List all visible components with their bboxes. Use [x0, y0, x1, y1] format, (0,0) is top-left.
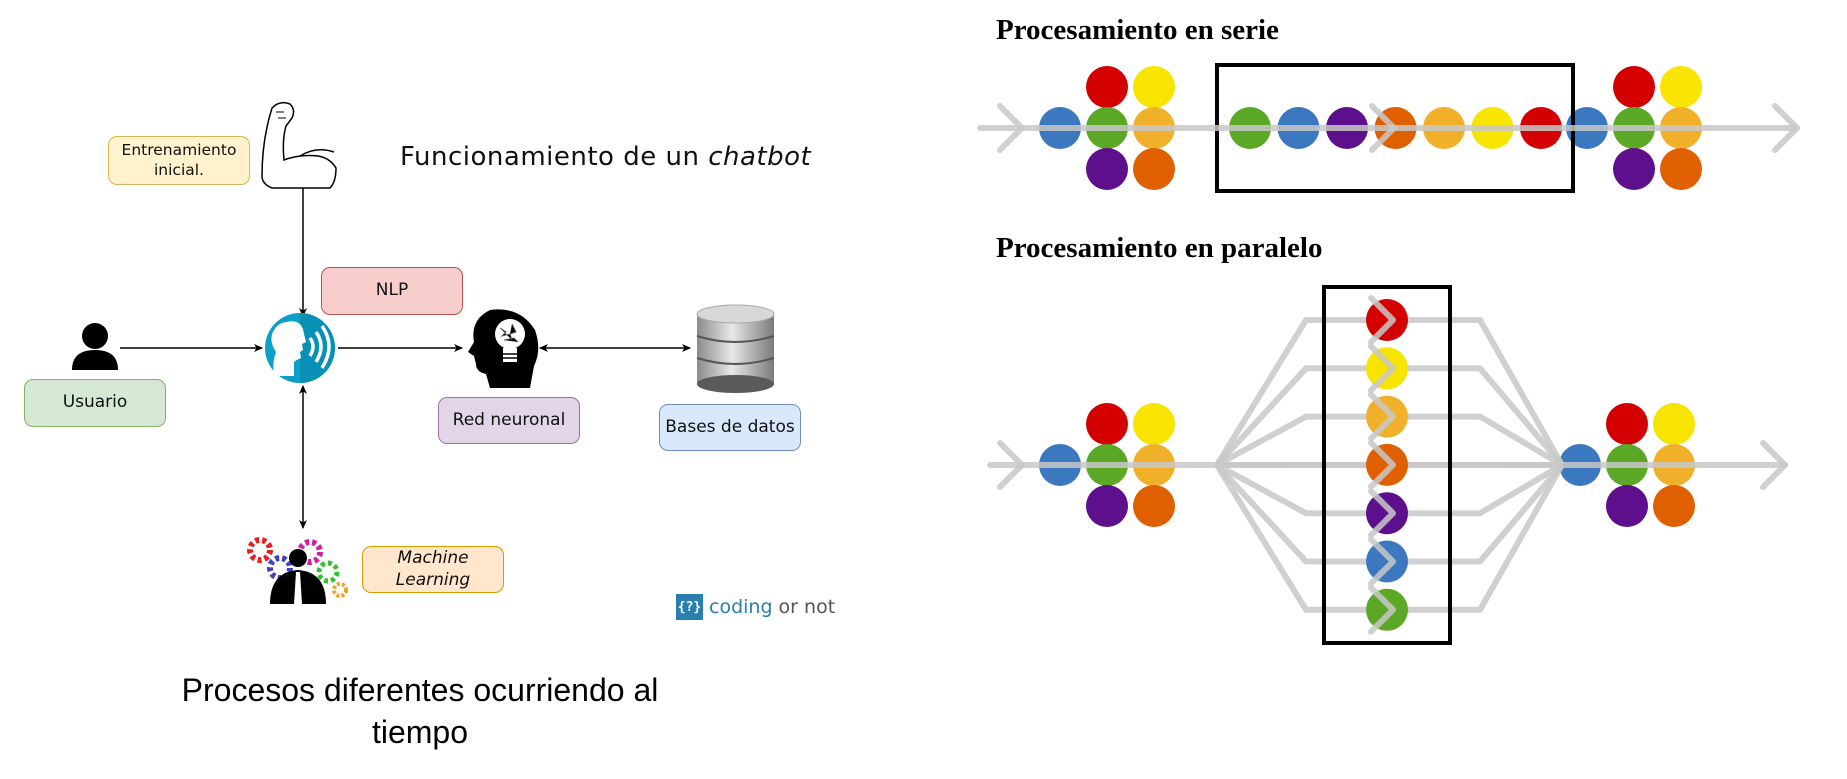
serial-output-circle-0: [1613, 66, 1655, 108]
parallel-process-circle-2: [1366, 395, 1408, 438]
voice-assistant-icon[interactable]: [265, 313, 335, 383]
gears-person-icon: [247, 537, 348, 604]
parallel-process-circle-0: [1366, 299, 1408, 341]
parallel-process-circle-1: [1366, 347, 1408, 390]
parallel-lane-arrowhead-4: [1368, 488, 1396, 539]
parallel-lane-arrowhead-6: [1368, 584, 1396, 635]
serial-mid-arrowhead: [1369, 103, 1397, 153]
parallel-lane-6: [1214, 463, 1565, 613]
parallel-lane-arrowhead-0: [1368, 295, 1396, 345]
parallel-lane-arrowhead-3: [1368, 439, 1396, 490]
parallel-output-circle-0: [1606, 403, 1648, 445]
parallel-input-circle-1: [1133, 403, 1175, 445]
logo-word-coding: coding: [709, 596, 773, 618]
parallel-process-circle-6: [1366, 588, 1408, 631]
parallel-processor-box: [1322, 285, 1452, 645]
serial-input-circle-0: [1086, 66, 1128, 108]
database-label: Bases de datos: [659, 404, 801, 451]
parallel-input-arrowhead: [997, 440, 1025, 490]
neural-network-label: Red neuronal: [438, 397, 580, 444]
serial-input-circle-5: [1086, 148, 1128, 190]
parallel-process-circle-3: [1366, 443, 1408, 486]
parallel-lane-arrowhead-2: [1368, 391, 1396, 442]
serial-output-arrowhead: [1772, 103, 1800, 153]
serial-output-circle-6: [1660, 148, 1702, 190]
nlp-label: NLP: [321, 267, 463, 315]
user-icon: [72, 323, 118, 370]
serial-output-circle-5: [1613, 148, 1655, 190]
coding-or-not-logo: {?} coding or not: [676, 594, 835, 620]
parallel-heading: Procesamiento en paralelo: [996, 232, 1323, 264]
parallel-output-circle-6: [1653, 485, 1695, 527]
parallel-input-circle-6: [1133, 485, 1175, 527]
parallel-output-arrowhead: [1760, 440, 1788, 490]
parallel-lane-0: [1214, 317, 1565, 467]
parallel-output-circle-1: [1653, 403, 1695, 445]
parallel-lane-arrowhead-5: [1368, 536, 1396, 587]
brain-bulb-head-icon: [468, 309, 539, 388]
serial-input-circle-1: [1133, 66, 1175, 108]
logo-mark-icon: {?}: [676, 594, 703, 620]
logo-word-or-not: or not: [772, 596, 836, 618]
serial-output-circle-1: [1660, 66, 1702, 108]
serial-heading: Procesamiento en serie: [996, 14, 1279, 46]
parallel-process-circle-5: [1366, 540, 1408, 583]
parallel-lane-arrowhead-1: [1368, 343, 1396, 394]
parallel-input-circle-0: [1086, 403, 1128, 445]
flexed-arm-icon: [261, 101, 337, 189]
chatbot-diagram-title: Funcionamiento de un chatbot: [400, 142, 812, 172]
serial-input-circle-6: [1133, 148, 1175, 190]
connectors: [120, 188, 691, 529]
serial-input-arrowhead: [997, 103, 1025, 153]
parallel-output-circle-5: [1606, 485, 1648, 527]
database-icon: [696, 304, 775, 393]
user-label: Usuario: [24, 379, 166, 427]
parallel-input-circle-5: [1086, 485, 1128, 527]
parallel-process-circle-4: [1366, 492, 1408, 535]
caption: Procesos diferentes ocurriendo al tiempo: [181, 672, 659, 750]
